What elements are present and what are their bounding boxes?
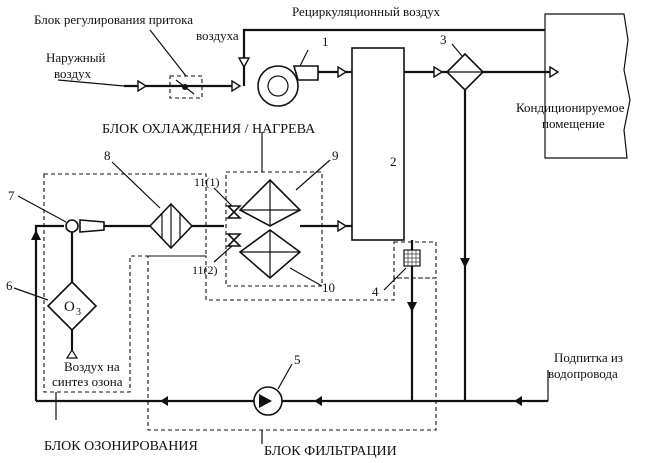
ozone-air-label: Воздух на [64, 359, 120, 374]
cooling-heating-label: БЛОК ОХЛАЖДЕНИЯ / НАГРЕВА [102, 122, 316, 137]
conditioned-room-label: Кондиционируемое [516, 100, 625, 115]
callout-9: 9 [332, 148, 339, 163]
pump-5 [254, 387, 282, 415]
ozone-air-arrow [67, 350, 77, 358]
conditioned-room-box [545, 14, 630, 158]
callout-4: 4 [372, 284, 379, 299]
flow-block-label: Блок регулирования притока [34, 12, 193, 27]
leader-11-2 [214, 246, 232, 262]
leader-1 [300, 50, 308, 66]
ozonation-block-label: БЛОК ОЗОНИРОВАНИЯ [44, 439, 198, 454]
outside-air-label-2: воздух [54, 66, 92, 81]
callout-7: 7 [8, 188, 15, 203]
callout-11-2: 11(2) [192, 263, 218, 277]
heat-exchanger-8 [150, 204, 192, 248]
arrow-to-chamber [338, 221, 346, 231]
leader-7 [18, 196, 66, 222]
exchanger-10 [240, 230, 300, 278]
callout-10: 10 [322, 280, 335, 295]
arrow-down-drain [407, 302, 417, 312]
leader-10 [290, 268, 322, 286]
callout-8: 8 [104, 148, 111, 163]
callout-6: 6 [6, 278, 13, 293]
injector-7 [66, 220, 78, 232]
leader-11-1 [214, 188, 232, 206]
flow-block-label-2: воздуха [196, 28, 239, 43]
leader-5 [278, 364, 292, 389]
callout-5: 5 [294, 352, 301, 367]
filtration-block [148, 256, 436, 430]
outside-air-label: Наружный [46, 50, 105, 65]
leader-6 [14, 288, 48, 300]
arrow-down-return [460, 258, 470, 268]
exchanger-9 [240, 180, 300, 226]
conditioned-room-label-2: помещение [542, 116, 605, 131]
leader-9 [296, 160, 330, 190]
ozone-symbol: O [64, 299, 75, 315]
valve-11-2 [228, 234, 240, 246]
ejector-nozzle [80, 220, 104, 232]
leader-8 [112, 162, 160, 208]
ozone-air-label-2: синтез озона [52, 374, 123, 389]
makeup-label-2: водопровода [548, 366, 618, 381]
callout-1: 1 [322, 34, 329, 49]
callout-11-1: 11(1) [194, 175, 220, 189]
callout-2: 2 [390, 154, 397, 169]
makeup-label: Подпитка из [554, 350, 623, 365]
air-filter-3 [447, 54, 483, 90]
filtration-block-label: БЛОК ФИЛЬТРАЦИИ [264, 444, 397, 459]
flow-block-leader [150, 30, 186, 76]
valve-11-1 [228, 206, 240, 218]
callout-3: 3 [440, 32, 447, 47]
ozone-subscript: 3 [76, 307, 81, 318]
damper-pivot [182, 84, 188, 90]
leader-3 [452, 44, 462, 56]
leader-4 [384, 268, 406, 290]
recirc-air-label: Рециркуляционный воздух [292, 4, 441, 19]
fan-1 [258, 66, 318, 106]
chamber-2 [352, 48, 404, 240]
